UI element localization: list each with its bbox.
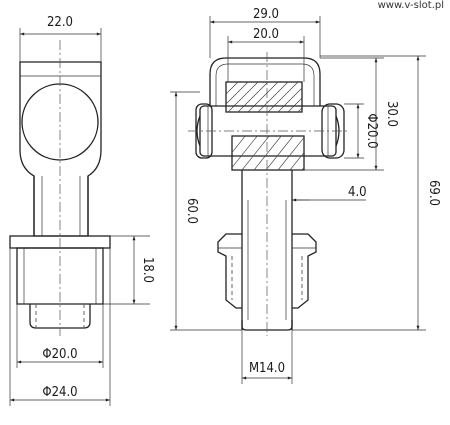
- dim-front-pin-diameter: Φ20.0: [364, 113, 379, 148]
- dim-front-thread: M14.0: [249, 361, 285, 376]
- front-view: 29.0 20.0 30.0 Φ20.0 4.0 60.0 69.0: [170, 7, 441, 384]
- watermark-text: www.v-slot.pl: [377, 0, 444, 11]
- front-view-nut-left: [217, 233, 242, 309]
- front-view-nut-right: [292, 233, 317, 309]
- dim-side-width: 22.0: [47, 15, 73, 30]
- side-view: 22.0 18.0 Φ20.0 Φ24.0: [9, 15, 155, 406]
- dim-side-inner-diameter: Φ20.0: [42, 347, 77, 362]
- front-view-upper-hatch: [226, 82, 302, 112]
- dim-front-body-height: 60.0: [184, 198, 199, 224]
- dim-front-inner-width: 20.0: [253, 27, 279, 42]
- front-view-lower-hatch: [232, 136, 304, 170]
- side-view-head-outline: [19, 61, 102, 237]
- dim-front-total-height: 69.0: [426, 180, 441, 206]
- dim-side-height: 18.0: [140, 257, 155, 283]
- front-view-bracket: [209, 57, 321, 106]
- dim-side-outer-diameter: Φ24.0: [42, 385, 77, 400]
- front-view-upper-block: [225, 81, 303, 113]
- dim-front-offset: 4.0: [348, 185, 367, 200]
- dim-front-outer-width: 29.0: [253, 7, 279, 22]
- dim-front-hinge-height: 30.0: [384, 101, 399, 127]
